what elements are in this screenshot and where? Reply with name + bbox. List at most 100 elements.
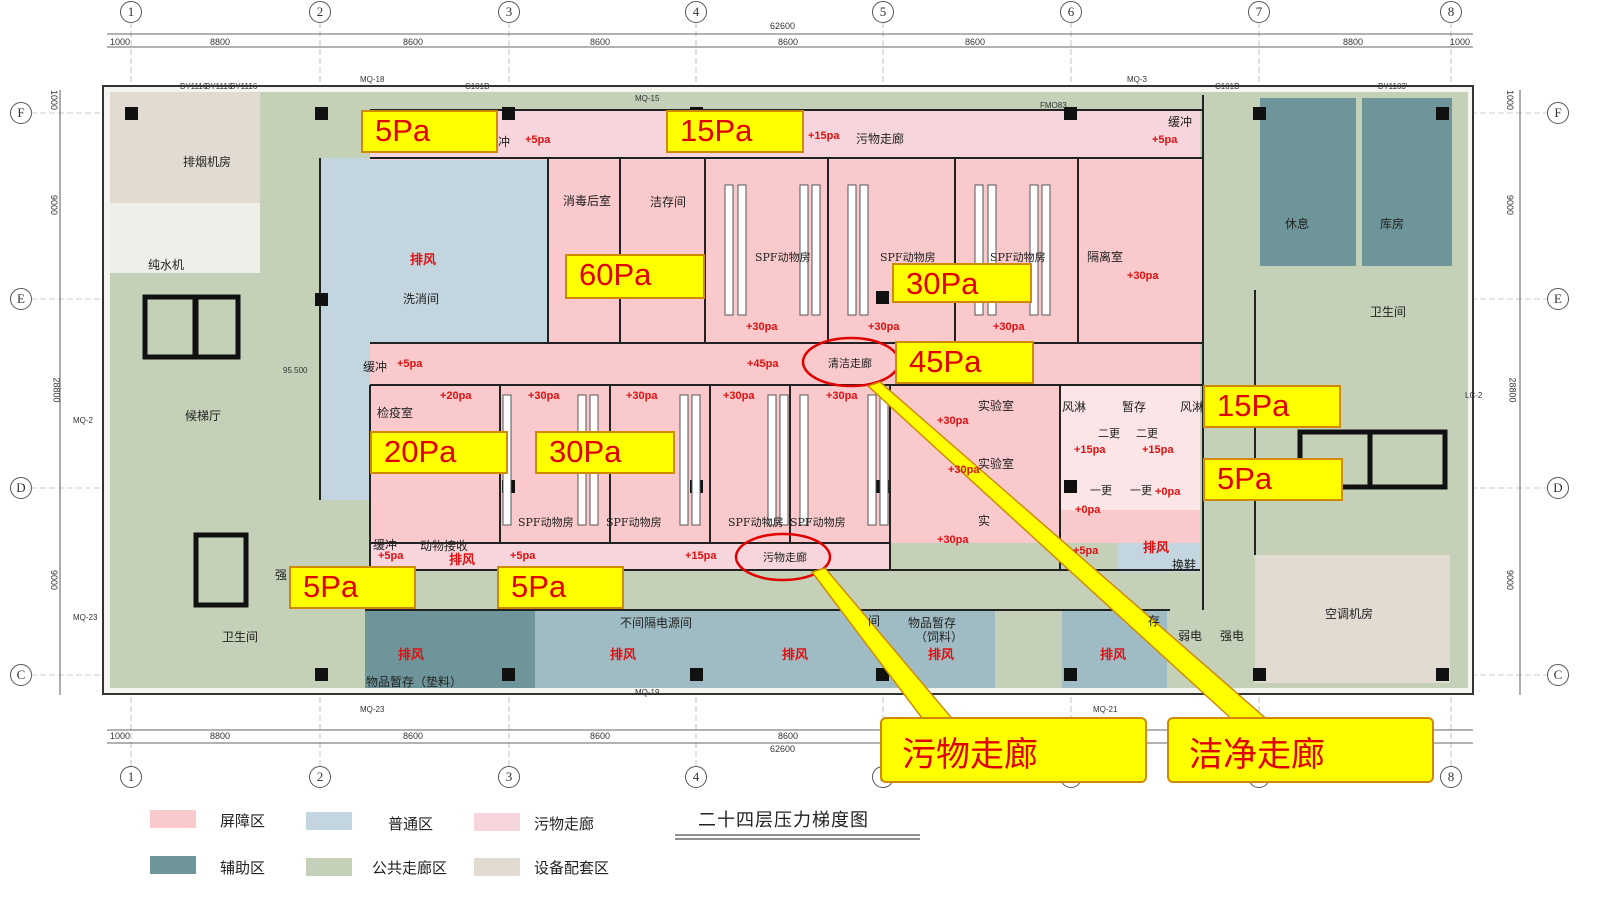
callout-5pa-top: 5Pa xyxy=(361,110,498,153)
legend-label-equipment: 设备配套区 xyxy=(534,859,610,877)
dim-total-top: 62600 xyxy=(770,21,796,31)
annot-mq19: MQ-19 xyxy=(635,688,660,697)
exhaust-label-5: 排风 xyxy=(610,648,637,663)
exhaust-label-3: 排风 xyxy=(1143,541,1170,556)
room-elevator-hall: 候梯厅 xyxy=(185,409,222,423)
callout-30pa-left: 30Pa xyxy=(535,431,675,474)
room-buffer-2: 缓冲 xyxy=(1168,115,1193,129)
pressure-label-8: +5pa xyxy=(397,358,423,370)
room-ups: 不间隔电源间 xyxy=(620,616,693,630)
pressure-label-22: +5pa xyxy=(510,550,536,562)
annot-mq21: MQ-21 xyxy=(1093,705,1118,714)
axis-col-3-bottom: 3 xyxy=(498,766,520,788)
room-spf-2: SPF动物房 xyxy=(880,251,936,264)
exhaust-label-7: 排风 xyxy=(928,648,955,663)
dim-top-6: 8800 xyxy=(1343,37,1364,47)
exhaust-label-4: 排风 xyxy=(398,648,425,663)
legend-swatch-aux xyxy=(150,856,196,874)
legend-label-dirty: 污物走廊 xyxy=(534,815,595,833)
leader-clean-corridor: 洁净走廊 xyxy=(1167,717,1434,783)
room-temp-store: 暂存 xyxy=(1122,400,1147,414)
legend-swatch-equipment xyxy=(474,858,520,876)
axis-row-D-right: D xyxy=(1547,477,1569,499)
pressure-label-5: +30pa xyxy=(868,321,900,333)
pressure-label-14: +30pa xyxy=(826,390,858,402)
callout-5pa-bottom-left: 5Pa xyxy=(289,566,416,609)
dim-top-3: 8600 xyxy=(590,37,611,47)
exhaust-label-6: 排风 xyxy=(782,648,809,663)
annot-mq3: MQ-3 xyxy=(1127,75,1147,84)
dim-right-0: 1000 xyxy=(1505,89,1516,111)
room-change2-a: 二更 xyxy=(1098,427,1120,440)
annot-mq2: MQ-2 xyxy=(73,416,93,425)
axis-col-8-bottom: 8 xyxy=(1440,766,1462,788)
room-washroom: 洗消间 xyxy=(403,292,440,306)
annot-mq23-bottom: MQ-23 xyxy=(360,705,385,714)
room-spf-5: SPF动物房 xyxy=(606,516,662,529)
pressure-label-19: +0pa xyxy=(1075,504,1101,516)
room-lab-3: 实 xyxy=(978,514,991,528)
dim-top-7: 1000 xyxy=(1450,37,1471,47)
room-lab-2: 实验室 xyxy=(978,457,1015,471)
room-toilet-right: 卫生间 xyxy=(1370,305,1407,319)
pressure-label-12: +30pa xyxy=(626,390,658,402)
dim-top-0: 1000 xyxy=(110,37,131,47)
legend-swatch-dirty xyxy=(474,813,520,831)
room-buffer-4: 缓冲 xyxy=(373,538,398,552)
annot-mq18: MQ-18 xyxy=(360,75,385,84)
axis-row-C-right: C xyxy=(1547,664,1569,686)
legend-label-normal: 普通区 xyxy=(388,815,434,833)
dim-right-3: 9000 xyxy=(1505,569,1516,591)
annot-by1116-a: BY1116 xyxy=(180,82,208,91)
pressure-label-13: +30pa xyxy=(723,390,755,402)
room-feed: （饲料） xyxy=(915,630,964,644)
room-dirty-corridor-top: 污物走廊 xyxy=(856,132,905,146)
legend-label-public: 公共走廊区 xyxy=(372,859,448,877)
dim-total-bottom: 62600 xyxy=(770,744,796,754)
callout-60pa: 60Pa xyxy=(565,254,705,299)
annot-by1116-c: BY1116 xyxy=(230,82,258,91)
axis-col-4-bottom: 4 xyxy=(685,766,707,788)
room-quarantine: 检疫室 xyxy=(377,406,414,420)
pressure-label-4: +30pa xyxy=(746,321,778,333)
room-change1-b: 一更 xyxy=(1130,484,1152,497)
dim-bot-3: 8600 xyxy=(590,731,611,741)
room-strong-elec: 强电 xyxy=(1220,629,1245,643)
callout-15pa-right: 15Pa xyxy=(1203,385,1341,428)
annot-mq23-left: MQ-23 xyxy=(73,613,98,622)
pressure-label-9: +45pa xyxy=(747,358,779,370)
axis-row-F-right: F xyxy=(1547,102,1569,124)
axis-col-8: 8 xyxy=(1440,1,1462,23)
room-isolation: 隔离室 xyxy=(1087,250,1124,264)
room-rest: 休息 xyxy=(1285,217,1310,231)
room-dirty-corridor: 污物走廊 xyxy=(763,551,807,564)
exhaust-label-2: 排风 xyxy=(449,553,476,568)
dim-bot-0: 1000 xyxy=(110,731,131,741)
callout-30pa-right: 30Pa xyxy=(892,263,1032,303)
dim-left-0: 1000 xyxy=(49,89,60,111)
room-disinfect-after: 消毒后室 xyxy=(563,194,612,208)
legend-swatch-normal xyxy=(306,812,352,830)
dim-bot-4: 8600 xyxy=(778,731,799,741)
dim-bot-1: 8800 xyxy=(210,731,231,741)
annot-mq15: MQ-15 xyxy=(635,94,660,103)
pressure-label-18: +0pa xyxy=(1155,486,1181,498)
pressure-label-2: +15pa xyxy=(808,130,840,142)
room-spf-7: SPF动物房 xyxy=(790,516,846,529)
room-spf-6: SPF动物房 xyxy=(728,516,784,529)
dim-left-2: 28800 xyxy=(51,377,62,403)
pressure-label-11: +30pa xyxy=(528,390,560,402)
pressure-label-24: +30pa xyxy=(937,534,969,546)
axis-col-2: 2 xyxy=(309,1,331,23)
dim-top-2: 8600 xyxy=(403,37,424,47)
room-storage: 库房 xyxy=(1380,217,1405,231)
annot-by1103: BY1103' xyxy=(1378,82,1408,91)
room-weak-elec: 弱电 xyxy=(1178,629,1203,643)
pressure-label-7: +30pa xyxy=(1127,270,1159,282)
room-strong-1: 强 xyxy=(275,568,288,582)
room-spf-1: SPF动物房 xyxy=(755,251,811,264)
legend-swatch-barrier xyxy=(150,810,196,828)
dim-bot-2: 8600 xyxy=(403,731,424,741)
axis-row-D: D xyxy=(10,477,32,499)
diagram-title: 二十四层压力梯度图 xyxy=(698,810,869,831)
